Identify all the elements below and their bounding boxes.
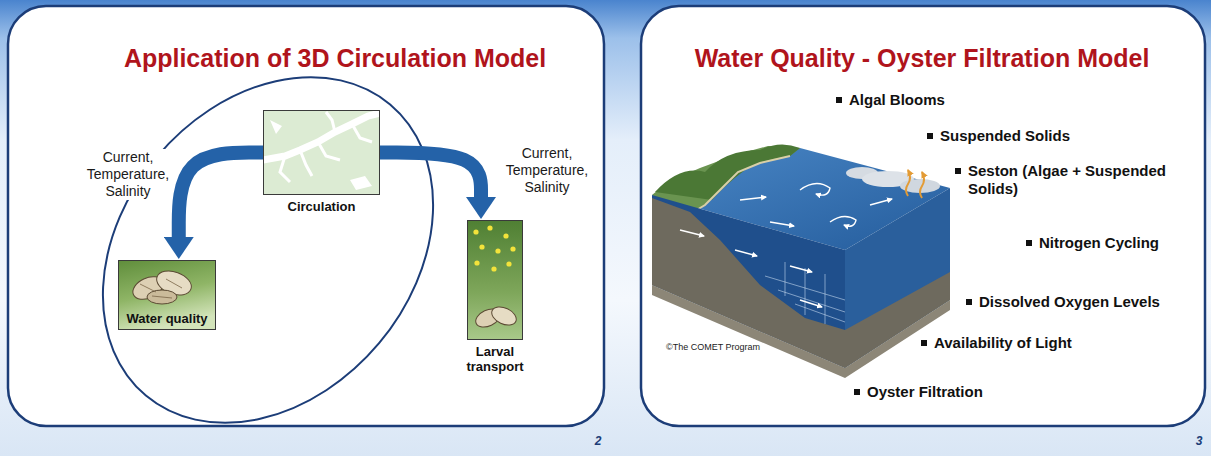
cross-section-water [652, 195, 845, 368]
larval-picture [467, 220, 523, 340]
eddy-arrow [800, 183, 830, 195]
larva-dot [506, 261, 511, 266]
grouping-ellipse [35, 11, 501, 456]
node-label: Circulation [288, 199, 356, 214]
eddy-arrow [830, 216, 856, 226]
slide-title: Water Quality - Oyster Filtration Model [695, 43, 1150, 73]
model-grid [765, 262, 845, 324]
map-ground [263, 110, 380, 195]
estuary-map [263, 110, 380, 195]
picture-ground [118, 260, 216, 330]
shoreline [690, 156, 790, 214]
flow-arrow [740, 197, 766, 200]
page-number: 3 [1196, 434, 1203, 448]
flow-arrow [870, 199, 892, 205]
estuary-block [652, 144, 950, 378]
node-label: Larval transport [466, 344, 523, 374]
larva-dot [474, 260, 479, 265]
bullet-item: Nitrogen Cycling [1025, 234, 1159, 252]
flow-arrow [800, 300, 822, 307]
larva-dot [491, 266, 496, 271]
shell-ridges [140, 279, 182, 298]
water-quality-picture [118, 260, 216, 330]
flow-arrow [380, 153, 481, 198]
flow-arrow [680, 230, 704, 236]
flux-arrow [906, 170, 910, 196]
flow-arrow [790, 266, 812, 272]
larva-dot [473, 229, 478, 234]
bullet-item: Suspended Solids [926, 127, 1070, 145]
larva-dot [495, 248, 500, 253]
flow-arrow [179, 153, 263, 238]
copyright-note: ©The COMET Program [666, 342, 760, 353]
picture-ground [467, 220, 523, 340]
map-river [263, 113, 380, 160]
larva-dot [510, 246, 515, 251]
slide-panel [8, 6, 604, 426]
map-water [270, 120, 372, 190]
bullet-item: Oyster Filtration [853, 383, 983, 401]
node-label: Water quality [126, 311, 207, 326]
flow-arrow [735, 250, 757, 256]
edge-label: Current, Temperature, Salinity [504, 145, 590, 196]
map-box: Circulation [263, 110, 380, 195]
slide-title: Application of 3D Circulation Model [124, 43, 546, 73]
picture-box: Larval transport [467, 220, 523, 340]
oyster-shell [489, 303, 519, 328]
map-creeks [280, 112, 372, 182]
larva-dot [479, 244, 484, 249]
bullet-item: Algal Blooms [835, 91, 945, 109]
larva-dot [503, 233, 508, 238]
page-number: 2 [595, 434, 602, 448]
edge-label: Current, Temperature, Salinity [85, 149, 171, 200]
bedrock-slab [652, 285, 950, 378]
bullet-item: Seston (Algae + Suspended Solids) [954, 162, 1203, 198]
larva-dot [487, 225, 492, 230]
flow-arrow [770, 222, 794, 226]
bullet-item: Dissolved Oxygen Levels [965, 293, 1160, 311]
bullet-item: Availability of Light [920, 334, 1072, 352]
slide-panel [641, 6, 1205, 426]
hills [655, 144, 800, 200]
picture-box: Water quality [118, 260, 216, 330]
cross-section-ground [652, 198, 845, 368]
flux-arrow [920, 172, 924, 198]
